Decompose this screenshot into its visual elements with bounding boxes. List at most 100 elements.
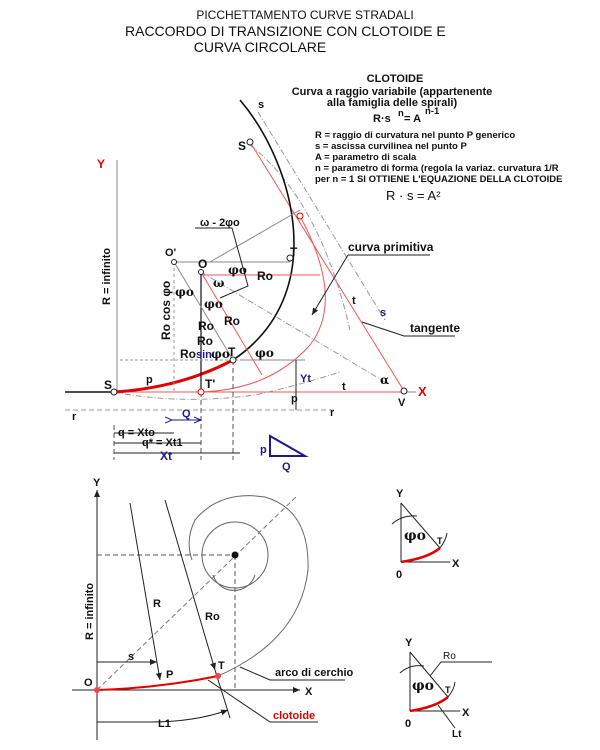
bottom-t-point (215, 673, 221, 679)
r-infinito-label: R = infinito (101, 248, 113, 305)
ro-sin-label-sin: sin (196, 349, 212, 361)
def-s: s = ascissa curvilinea nel punto P (315, 141, 467, 152)
x-axis-label: X (418, 384, 427, 399)
yt-label: Yt (300, 373, 311, 385)
point-o-prime (171, 259, 177, 265)
title-line-2: CURVA CIRCOLARE (194, 39, 327, 55)
point-s-upper-label: S (238, 139, 246, 153)
point-v (400, 387, 408, 395)
t-label-lower: t (342, 381, 346, 393)
sd2-lt-leader (437, 704, 456, 729)
bottom-x-label: X (305, 686, 313, 698)
point-t-prime (197, 388, 205, 396)
triangle-p-label: p (260, 444, 267, 456)
bottom-r-infinito: R = infinito (84, 583, 96, 640)
q-xt1-label: q* = Xt1 (142, 437, 183, 449)
sd1-t-label: T (437, 536, 443, 546)
sd1-origin-label: 0 (396, 569, 402, 581)
point-o-label: O (198, 257, 207, 271)
sd2-angle-arc (399, 665, 425, 674)
tangent-line-sv (249, 141, 405, 392)
arco-leader (239, 666, 345, 681)
primitive-curve-point (296, 212, 304, 220)
o-prime-upper-line (209, 209, 301, 263)
point-v-label: V (398, 397, 406, 409)
arc-of-circle (188, 495, 309, 677)
o-red-radius (200, 271, 263, 376)
sd2-radius (409, 651, 449, 698)
guide-curve (249, 144, 351, 331)
bottom-t-label: T (218, 660, 225, 672)
bottom-l1-label: L1 (158, 718, 171, 730)
omega-leader (195, 227, 249, 299)
sd1-radius (400, 502, 441, 549)
curva-primitiva-leader (311, 254, 349, 316)
s-direction-line (257, 111, 386, 321)
sd1-phi-label: φo (404, 528, 426, 544)
sd2-origin-label: 0 (405, 718, 411, 730)
legend-desc-2: alla famiglia delle spirali) (327, 97, 458, 109)
s-top-label: s (258, 99, 264, 111)
ro-label-horizontal: Ro (257, 269, 273, 283)
omega-label: ω (213, 276, 224, 290)
y-axis-label: Y (97, 157, 105, 171)
triangle-q-label: Q (282, 461, 291, 473)
phi-label-1: φo (228, 263, 247, 277)
ro-radius-line (164, 499, 216, 671)
curva-primitiva-label: curva primitiva (348, 240, 434, 254)
sd2-clothoid (409, 696, 449, 713)
clothoid-curve (113, 358, 234, 394)
bottom-origin-point (94, 687, 100, 693)
tangente-label: tangente (410, 321, 460, 335)
q-upper-label: Q (182, 408, 191, 420)
point-t (229, 356, 237, 364)
ro-label-vertical: Ro (197, 334, 213, 348)
bottom-p-label: P (166, 669, 173, 681)
sd2-lt-label: Lt (452, 729, 462, 740)
p-label-right: p (291, 393, 298, 405)
point-t-prime-label: T' (205, 377, 215, 391)
bottom-y-label: Y (93, 477, 101, 489)
circle-center (231, 551, 239, 559)
sd1-angle-arc (391, 515, 418, 525)
title-block: PICCHETTAMENTO CURVE STRADALI RACCORDO D… (125, 8, 446, 55)
point-o-prime-label: O' (165, 247, 177, 259)
formula-general-lhs: R·s (373, 113, 391, 125)
point-o (198, 269, 204, 275)
slope-triangle (269, 434, 309, 457)
q-xto-label: q = Xto (118, 427, 155, 439)
point-t-label: T (228, 345, 236, 359)
point-s (110, 388, 118, 396)
r-label-left: r (72, 411, 77, 423)
ro-label-diagonal: Ro (198, 319, 214, 333)
formula-general-rhs: = A (404, 113, 421, 125)
ro-label-red: Ro (224, 314, 240, 328)
phi-label-2: φo (175, 285, 194, 299)
sd2-ro-leader (429, 661, 492, 677)
formula-general-rhs-exp: n-1 (425, 106, 440, 117)
main-diagram: Y R = infinito X r r s s t t (65, 99, 460, 473)
l1-dimension (97, 709, 229, 723)
sd2-t-label: T (445, 685, 451, 695)
point-s-label: S (104, 378, 112, 392)
bottom-clothoid (96, 675, 219, 691)
sd2-arc (447, 681, 456, 698)
formula-clothoid: R · s = A² (386, 188, 441, 203)
sd1-y-label: Y (396, 488, 404, 500)
bottom-ro-label: Ro (205, 611, 220, 623)
sd2-ro-label: Ro (443, 651, 456, 662)
point-s-upper (246, 138, 254, 146)
r-label-right: r (330, 407, 335, 419)
supertitle: PICCHETTAMENTO CURVE STRADALI (196, 8, 413, 22)
legend-heading: CLOTOIDE (367, 73, 424, 85)
def-R: R = raggio di curvatura nel punto P gene… (315, 130, 515, 141)
ro-cos-label: Ro cos φo (159, 281, 173, 340)
def-A: A = parametro di scala (315, 152, 417, 163)
sd2-phi-label: φo (412, 678, 434, 694)
sd2-x-label: X (462, 707, 470, 719)
t-label-upper: t (352, 295, 356, 307)
point-t-upper-label: T (290, 245, 298, 259)
bottom-diagram: Y R = infinito X O R Ro P T s L1 arco di… (72, 477, 354, 740)
xt-label: Xt (160, 449, 172, 463)
